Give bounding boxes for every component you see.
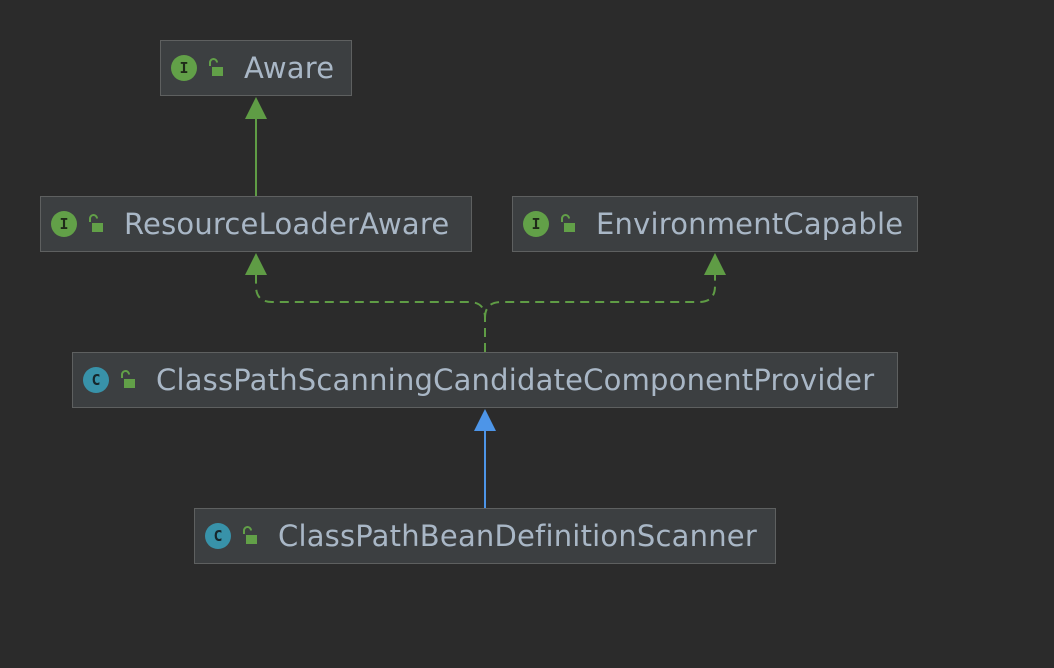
arrowhead-provider — [474, 409, 496, 431]
node-classpathbeandefinitionscanner[interactable]: C ClassPathBeanDefinitionScanner — [194, 508, 776, 564]
class-badge-icon: C — [83, 367, 109, 393]
interface-badge-icon: I — [51, 211, 77, 237]
node-resourceloaderaware[interactable]: I ResourceLoaderAware — [40, 196, 472, 252]
unlocked-padlock-icon — [209, 58, 223, 76]
node-classpathscanningcandidatecomponentprovider[interactable]: C ClassPathScanningCandidateComponentPro… — [72, 352, 898, 408]
unlocked-padlock-icon — [89, 214, 103, 232]
node-label: Aware — [244, 51, 335, 85]
node-label: EnvironmentCapable — [596, 207, 904, 241]
class-badge-icon: C — [205, 523, 231, 549]
node-label: ResourceLoaderAware — [124, 207, 450, 241]
arrowhead-resourceloaderaware — [245, 253, 267, 275]
unlocked-padlock-icon — [243, 526, 257, 544]
interface-badge-icon: I — [171, 55, 197, 81]
edge-provider-to-resourceloaderaware — [255, 274, 486, 352]
unlocked-padlock-icon — [121, 370, 135, 388]
node-aware[interactable]: I Aware — [160, 40, 352, 96]
edge-provider-to-environmentcapable — [484, 274, 716, 319]
unlocked-padlock-icon — [561, 214, 575, 232]
arrowhead-aware — [245, 97, 267, 119]
node-label: ClassPathScanningCandidateComponentProvi… — [156, 363, 875, 397]
arrowhead-environmentcapable — [704, 253, 726, 275]
node-environmentcapable[interactable]: I EnvironmentCapable — [512, 196, 918, 252]
interface-badge-icon: I — [523, 211, 549, 237]
node-label: ClassPathBeanDefinitionScanner — [278, 519, 757, 553]
